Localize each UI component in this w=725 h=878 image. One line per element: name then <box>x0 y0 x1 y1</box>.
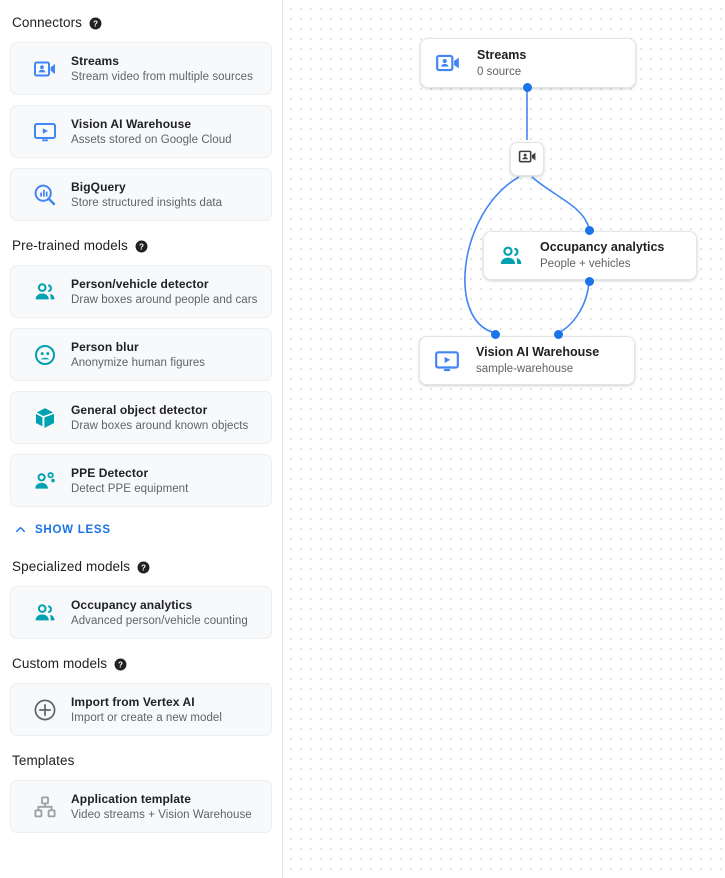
section-header-specialized-models: Specialized models ? <box>10 556 272 578</box>
graph-node-streams[interactable]: Streams 0 source <box>420 38 636 88</box>
help-icon[interactable]: ? <box>135 240 148 253</box>
component-sidebar: Connectors ? Streams Stream video from m… <box>0 0 283 878</box>
svg-text:?: ? <box>118 660 123 669</box>
node-port-warehouse-in-right[interactable] <box>554 330 563 339</box>
card-title: Occupancy analytics <box>71 597 193 612</box>
card-title: BigQuery <box>71 179 126 194</box>
node-port-occupancy-out[interactable] <box>585 277 594 286</box>
sidebar-card-occupancy-analytics[interactable]: Occupancy analytics Advanced person/vehi… <box>10 586 272 639</box>
card-title: Person/vehicle detector <box>71 276 209 291</box>
card-subtitle: Draw boxes around people and cars <box>71 293 258 306</box>
card-subtitle: Video streams + Vision Warehouse <box>71 808 252 821</box>
chevron-up-icon <box>14 523 27 536</box>
ppe-person-icon <box>33 469 57 493</box>
person-face-icon <box>33 343 57 367</box>
cube-icon <box>33 406 57 430</box>
card-subtitle: Detect PPE equipment <box>71 482 189 495</box>
video-camera-person-icon <box>518 147 537 171</box>
section-title: Connectors <box>12 15 83 30</box>
graph-canvas[interactable]: Streams 0 source Occupancy analytics Peo… <box>283 0 725 878</box>
node-subtitle: People + vehicles <box>540 258 631 270</box>
section-title: Specialized models <box>12 559 131 574</box>
sidebar-card-application-template[interactable]: Application template Video streams + Vis… <box>10 780 272 833</box>
card-subtitle: Advanced person/vehicle counting <box>71 614 248 627</box>
section-header-connectors: Connectors ? <box>10 12 272 34</box>
node-title: Occupancy analytics <box>540 240 665 254</box>
card-title: Person blur <box>71 339 139 354</box>
card-title: Application template <box>71 791 192 806</box>
magnifier-chart-icon <box>33 183 57 207</box>
sidebar-card-ppe-detector[interactable]: PPE Detector Detect PPE equipment <box>10 454 272 507</box>
node-title: Vision AI Warehouse <box>476 345 600 359</box>
svg-text:?: ? <box>139 242 144 251</box>
sidebar-card-general-object-detector[interactable]: General object detector Draw boxes aroun… <box>10 391 272 444</box>
section-header-templates: Templates <box>10 750 272 772</box>
node-port-streams-out[interactable] <box>523 83 532 92</box>
card-subtitle: Import or create a new model <box>71 711 222 724</box>
hierarchy-icon <box>33 795 57 819</box>
node-subtitle: sample-warehouse <box>476 363 574 375</box>
monitor-play-icon <box>33 120 57 144</box>
card-subtitle: Stream video from multiple sources <box>71 70 253 83</box>
section-header-pretrained-models: Pre-trained models ? <box>10 235 272 257</box>
svg-text:?: ? <box>141 563 146 572</box>
card-subtitle: Anonymize human figures <box>71 356 206 369</box>
video-camera-person-icon <box>33 57 57 81</box>
graph-node-occupancy-analytics[interactable]: Occupancy analytics People + vehicles <box>483 231 697 280</box>
card-title: Streams <box>71 53 120 68</box>
svg-text:?: ? <box>93 19 98 28</box>
section-title: Templates <box>12 753 75 768</box>
graph-node-vision-ai-warehouse[interactable]: Vision AI Warehouse sample-warehouse <box>419 336 635 385</box>
card-title: Vision AI Warehouse <box>71 116 192 131</box>
card-subtitle: Store structured insights data <box>71 196 223 209</box>
help-icon[interactable]: ? <box>137 561 150 574</box>
people-group-icon <box>498 243 524 269</box>
node-title: Streams <box>477 47 527 62</box>
card-subtitle: Draw boxes around known objects <box>71 419 249 432</box>
card-subtitle: Assets stored on Google Cloud <box>71 133 232 146</box>
card-title: Import from Vertex AI <box>71 694 195 709</box>
help-icon[interactable]: ? <box>89 17 102 30</box>
node-port-occupancy-in[interactable] <box>585 226 594 235</box>
sidebar-card-streams[interactable]: Streams Stream video from multiple sourc… <box>10 42 272 95</box>
show-less-label: SHOW LESS <box>35 523 111 536</box>
graph-edges <box>464 52 590 334</box>
node-port-warehouse-in-left[interactable] <box>491 330 500 339</box>
section-title: Pre-trained models <box>12 238 128 253</box>
people-group-icon <box>33 280 57 304</box>
help-icon[interactable]: ? <box>114 658 127 671</box>
monitor-play-icon <box>434 348 460 374</box>
video-camera-person-icon <box>435 50 461 76</box>
graph-badge-stream[interactable] <box>510 142 544 176</box>
plus-circle-icon <box>33 698 57 722</box>
show-less-button[interactable]: SHOW LESS <box>10 517 272 542</box>
sidebar-card-import-from-vertex-ai[interactable]: Import from Vertex AI Import or create a… <box>10 683 272 736</box>
sidebar-card-person-blur[interactable]: Person blur Anonymize human figures <box>10 328 272 381</box>
section-header-custom-models: Custom models ? <box>10 653 272 675</box>
people-group-icon <box>33 601 57 625</box>
card-title: PPE Detector <box>71 465 149 480</box>
card-title: General object detector <box>71 402 208 417</box>
sidebar-card-bigquery[interactable]: BigQuery Store structured insights data <box>10 168 272 221</box>
sidebar-card-vision-ai-warehouse[interactable]: Vision AI Warehouse Assets stored on Goo… <box>10 105 272 158</box>
section-title: Custom models <box>12 656 108 671</box>
node-subtitle: 0 source <box>477 65 522 78</box>
sidebar-card-person-vehicle-detector[interactable]: Person/vehicle detector Draw boxes aroun… <box>10 265 272 318</box>
